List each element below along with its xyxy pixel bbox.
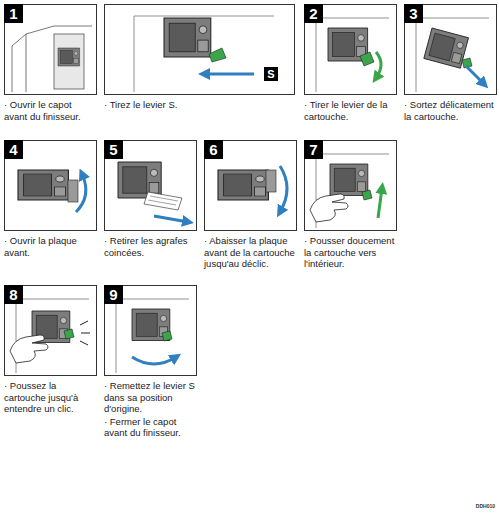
plate-close-illustration — [218, 166, 287, 212]
step-panel: 7 · Pousser doucement la cartouche vers l… — [304, 140, 396, 271]
step-number: 3 — [404, 4, 423, 23]
staples-illustration — [154, 216, 188, 222]
step-panel: 5 · Retirer les agrafes coincées. — [104, 140, 196, 259]
lever-return-illustration — [162, 331, 172, 341]
finisher-illustration — [12, 26, 92, 92]
panel-frame — [5, 5, 497, 376]
plate-close-illustration — [218, 170, 268, 200]
push-illustration — [330, 164, 368, 196]
front-plate-illustration — [68, 180, 78, 202]
click-illustration — [16, 299, 89, 373]
step-number: 7 — [304, 140, 323, 159]
push-illustration — [310, 194, 348, 222]
lever-illustration — [134, 16, 274, 92]
step-panel: 4 · Ouvrir la plaque avant. — [4, 140, 96, 259]
plate-close-illustration — [266, 170, 276, 192]
step-number: 9 — [104, 285, 123, 304]
step-panel: 3 · Sortez délicatement la cartouche. — [404, 4, 496, 123]
step-caption: · Tirer le levier de la cartouche. — [304, 99, 396, 122]
step-panel: 1 · Ouvrir le capot avant du finisseur. — [4, 4, 96, 123]
step-panel: · Tirez le levier S. — [104, 4, 294, 112]
cartridge-removal-illustration — [416, 18, 489, 92]
push-illustration — [378, 188, 382, 218]
panel-frame — [5, 5, 97, 95]
step-caption: · Retirer les agrafes coincées. — [104, 235, 196, 258]
step-caption: · Ouvrir la plaque avant. — [4, 235, 96, 258]
cartridge-lever-illustration — [316, 18, 389, 92]
step-number: 4 — [4, 140, 23, 159]
click-illustration — [10, 299, 90, 373]
click-illustration — [64, 329, 74, 339]
cartridge-removal-illustration — [466, 66, 484, 84]
finisher-illustration — [54, 34, 84, 89]
step-panel: 2 · Tirer le levier de la cartouche. — [304, 4, 396, 123]
plate-close-illustration — [280, 166, 287, 212]
caption-block: · Poussez la cartouche jusqu'à entendre … — [4, 285, 96, 415]
step-number: 5 — [104, 140, 123, 159]
front-plate-illustration — [18, 170, 68, 200]
cartridge-lever-illustration — [376, 52, 381, 78]
front-plate-illustration — [18, 170, 86, 212]
panel-frame — [305, 141, 397, 231]
step-caption: · Pousser doucement la cartouche vers l'… — [304, 235, 396, 270]
step-panel: 8 · Poussez la cartouche jusqu'à entendre… — [4, 285, 96, 416]
step-panel: 6 · Abaisser la plaque avant de la cartou… — [204, 140, 296, 271]
cartridge-removal-illustration — [424, 28, 469, 68]
panel-frame — [105, 5, 295, 95]
step-number: 8 — [4, 285, 23, 304]
lever-illustration — [164, 18, 211, 57]
step-caption: · Fermer le capot avant du finisseur. — [104, 416, 196, 439]
staples-illustration — [118, 162, 188, 222]
lever-return-illustration — [116, 299, 189, 373]
step-number: 1 — [4, 4, 23, 23]
caption-block: · Abaisser la plaque avant de la cartouc… — [204, 140, 296, 270]
step-caption: · Poussez la cartouche jusqu'à entendre … — [4, 380, 96, 415]
push-illustration — [362, 190, 372, 200]
step-panel: 9 · Remettez le levier S dans sa position… — [104, 285, 196, 440]
click-illustration — [10, 335, 48, 363]
lever-illustration — [204, 73, 254, 76]
lever-label: S — [264, 67, 278, 81]
cartridge-lever-illustration — [360, 52, 374, 66]
lever-illustration — [134, 16, 274, 92]
panel-frame — [305, 5, 397, 95]
finisher-illustration — [26, 26, 92, 92]
step-caption: · Remettez le levier S dans sa position … — [104, 380, 196, 415]
step-caption: · Sortez délicatement la cartouche. — [404, 99, 496, 122]
step-number: 6 — [204, 140, 223, 159]
panel-frame — [105, 141, 197, 231]
step-caption: · Ouvrir le capot avant du finisseur. — [4, 99, 96, 122]
lever-return-illustration — [132, 357, 176, 364]
finisher-illustration — [12, 34, 26, 92]
click-illustration — [80, 321, 90, 345]
finisher-illustration — [58, 48, 80, 66]
staples-illustration — [144, 192, 182, 210]
panel-frame — [5, 141, 97, 231]
lever-return-illustration — [116, 299, 189, 373]
panel-frame — [5, 286, 97, 376]
panel-frame — [205, 141, 297, 231]
staples-illustration — [148, 196, 178, 205]
push-illustration — [310, 154, 389, 228]
caption-block: · Tirez le levier S. — [104, 4, 294, 111]
step-number: 2 — [304, 4, 323, 23]
panel-frame — [405, 5, 497, 95]
step-caption: · Tirez le levier S. — [104, 99, 294, 111]
staples-illustration — [118, 162, 161, 198]
step-caption: · Abaisser la plaque avant de la cartouc… — [204, 235, 296, 270]
lever-illustration — [209, 48, 226, 62]
cartridge-removal-illustration — [416, 18, 489, 92]
panel-frame — [105, 286, 197, 376]
cartridge-lever-illustration — [316, 18, 389, 92]
front-plate-illustration — [76, 174, 86, 212]
figure-code: DDH010 — [476, 503, 495, 509]
caption-block: · Pousser doucement la cartouche vers l'… — [304, 140, 396, 270]
caption-block: · Remettez le levier S dans sa position … — [104, 285, 196, 439]
